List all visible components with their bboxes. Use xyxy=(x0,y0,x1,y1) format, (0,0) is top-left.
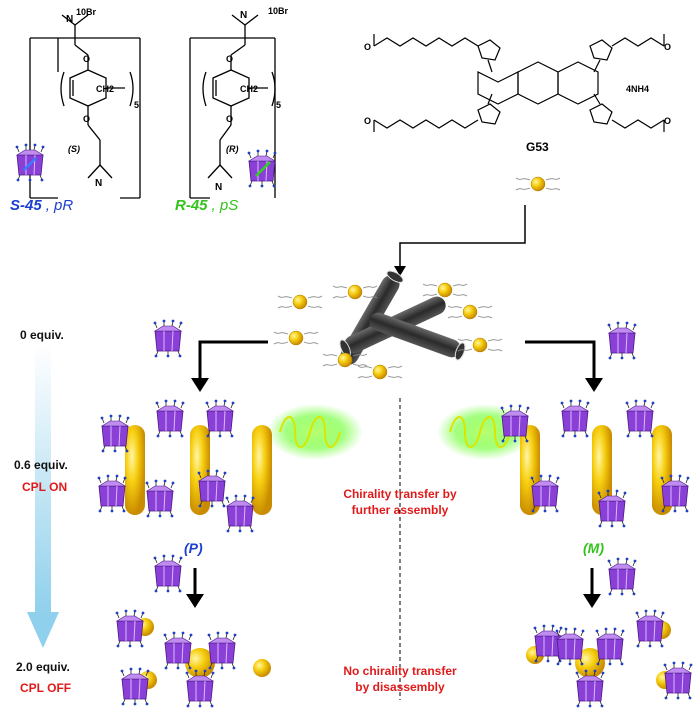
s45-counterion: 10Br xyxy=(76,7,97,17)
cpl-helix-right-icon xyxy=(449,416,511,448)
svg-text:O: O xyxy=(226,54,233,64)
sphere-icon xyxy=(273,330,319,346)
svg-text:O: O xyxy=(364,116,371,126)
cup-icon xyxy=(635,609,665,648)
r45-counterion: 10Br xyxy=(268,6,289,16)
no-chirality-transfer-line1: No chirality transfer xyxy=(343,664,457,678)
cpl-helix-left-icon xyxy=(279,416,341,448)
s45-ch2: CH2 xyxy=(96,84,114,94)
g53-sphere-icon xyxy=(515,176,561,192)
equiv-0: 0 equiv. xyxy=(20,328,64,342)
r45-structure xyxy=(189,14,276,199)
assembly-left xyxy=(125,425,272,515)
g53-counterion: 4NH4 xyxy=(626,84,649,94)
right-cup-icon xyxy=(607,321,637,360)
svg-text:O: O xyxy=(364,42,371,52)
r45-suffix: , pS xyxy=(211,197,239,214)
r45-config: (R) xyxy=(226,144,239,154)
cup-icon xyxy=(205,399,235,438)
equivalence-gradient-bar xyxy=(35,345,51,615)
nanotube-bundle xyxy=(339,270,466,365)
svg-text:N: N xyxy=(95,178,102,189)
equivalence-arrowhead-icon xyxy=(27,612,59,648)
cup-icon xyxy=(155,399,185,438)
right-l-arrow xyxy=(525,340,596,380)
equiv-06: 0.6 equiv. xyxy=(14,458,68,472)
s45-name: S-45 xyxy=(10,197,42,214)
cup-icon xyxy=(663,661,693,700)
svg-text:N: N xyxy=(215,182,222,193)
s45-n: 5 xyxy=(134,100,139,110)
r45-name: R-45 xyxy=(175,197,208,214)
cup-icon xyxy=(625,399,655,438)
s45-caption: S-45, pR xyxy=(10,197,73,215)
r45-n: 5 xyxy=(276,100,281,110)
s45-suffix: , pR xyxy=(45,197,74,214)
cpl-glow-left xyxy=(267,404,363,460)
cup-icon xyxy=(115,609,145,648)
left-arrowhead-icon xyxy=(191,378,209,392)
no-chirality-transfer-line2: by disassembly xyxy=(355,680,445,694)
cup-icon xyxy=(145,479,175,518)
cup-icon xyxy=(560,399,590,438)
left-l-arrow xyxy=(198,340,268,380)
s45-config: (S) xyxy=(68,144,80,154)
sphere-icon xyxy=(357,364,403,380)
svg-text:O: O xyxy=(664,42,671,52)
r45-caption: R-45, pS xyxy=(175,197,238,215)
cup-icon xyxy=(100,414,130,453)
s45-structure xyxy=(29,14,141,199)
svg-text:O: O xyxy=(226,114,233,124)
g53-label: G53 xyxy=(526,140,549,154)
helicity-p-label: (P) xyxy=(184,540,203,556)
svg-text:O: O xyxy=(664,116,671,126)
sphere-icon xyxy=(332,284,378,300)
svg-text:N: N xyxy=(66,14,73,25)
cpl-on-label: CPL ON xyxy=(22,480,68,494)
cup-icon xyxy=(207,631,237,670)
cup-icon xyxy=(555,627,585,666)
chirality-transfer-line1: Chirality transfer by xyxy=(343,487,457,501)
right-down-arrowhead-icon xyxy=(583,594,601,608)
r45-helix-arrow-icon xyxy=(255,161,271,177)
g53-structure xyxy=(373,34,665,132)
left-cup-icon xyxy=(153,319,183,358)
connector-line xyxy=(399,205,526,268)
cup-icon xyxy=(97,474,127,513)
svg-text:N: N xyxy=(240,10,247,21)
chirality-transfer-note: Chirality transfer by further assembly xyxy=(305,486,495,518)
no-chirality-transfer-note: No chirality transfer by disassembly xyxy=(305,663,495,695)
sphere-icon xyxy=(277,294,323,310)
cup-icon xyxy=(595,627,625,666)
helicity-m-label: (M) xyxy=(583,540,604,556)
cup-icon xyxy=(163,631,193,670)
right-lower-cup-icon xyxy=(607,557,637,596)
left-lower-cup-icon xyxy=(153,554,183,593)
svg-text:O: O xyxy=(83,114,90,124)
connector-arrowhead-icon xyxy=(394,266,406,276)
right-arrowhead-icon xyxy=(585,378,603,392)
r45-ch2: CH2 xyxy=(240,84,258,94)
cup-icon xyxy=(225,494,255,533)
sphere-icon xyxy=(422,282,468,298)
svg-text:O: O xyxy=(83,54,90,64)
cpl-off-label: CPL OFF xyxy=(20,681,72,695)
sphere-icon xyxy=(322,352,368,368)
sphere-icon xyxy=(447,304,493,320)
left-down-arrowhead-icon xyxy=(186,594,204,608)
chirality-transfer-line2: further assembly xyxy=(351,503,449,517)
equiv-2: 2.0 equiv. xyxy=(16,660,70,674)
s45-helix-arrow-icon xyxy=(23,157,37,171)
